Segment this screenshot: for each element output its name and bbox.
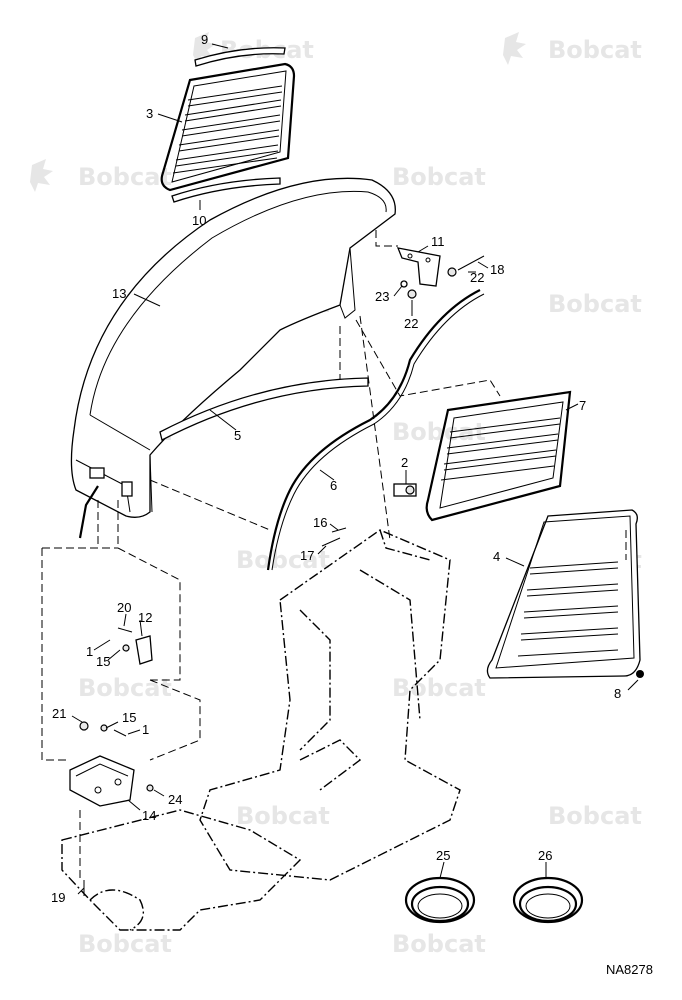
callout-23: 23 — [375, 289, 389, 304]
callout-26: 26 — [538, 848, 552, 863]
part-18-bolt — [457, 255, 485, 271]
callout-6: 6 — [330, 478, 337, 493]
callout-22: 22 — [470, 270, 484, 285]
watermark: Bobcat — [392, 418, 486, 446]
callout-15: 15 — [96, 654, 110, 669]
machine-frame — [61, 529, 461, 931]
part-4-side-panel — [486, 509, 641, 679]
callout-19: 19 — [51, 890, 65, 905]
callout-22-lower: 22 — [404, 316, 418, 331]
part-21-nut — [79, 721, 89, 731]
watermark: Bobcat — [392, 930, 486, 958]
callout-13: 13 — [112, 286, 126, 301]
watermark-logo-icon — [503, 32, 526, 65]
callout-4: 4 — [493, 549, 500, 564]
part-25-seal-coil — [404, 876, 476, 924]
figure-id: NA8278 — [606, 962, 653, 977]
guide-lines — [41, 230, 627, 880]
part-22-nut — [447, 267, 457, 277]
watermark-logo-icon — [30, 159, 53, 192]
callout-8: 8 — [614, 686, 621, 701]
watermark: Bobcat — [392, 163, 486, 191]
callout-7: 7 — [579, 398, 586, 413]
part-7-right-grille — [425, 390, 572, 522]
part-17-screw — [321, 537, 341, 547]
callout-25: 25 — [436, 848, 450, 863]
part-23-washer — [400, 280, 408, 288]
part-1-bolt-lower — [113, 729, 127, 737]
callout-24: 24 — [168, 792, 182, 807]
part-14-bracket — [69, 755, 135, 807]
callout-3: 3 — [146, 106, 153, 121]
watermark: Bobcat — [236, 546, 330, 574]
part-2-latch — [393, 483, 417, 497]
part-11-bracket — [396, 247, 441, 287]
watermark: Bobcat — [78, 930, 172, 958]
callout-21: 21 — [52, 706, 66, 721]
callout-17: 17 — [300, 548, 314, 563]
part-20-bolt — [117, 627, 133, 633]
callout-1: 1 — [86, 644, 93, 659]
watermark: Bobcat — [78, 674, 172, 702]
part-6-long-seal — [266, 289, 481, 571]
part-22-nut-lower — [407, 289, 417, 299]
part-8-plug — [636, 670, 644, 678]
callouts: 9 3 10 11 18 22 23 22 13 5 7 2 6 16 17 4… — [51, 32, 621, 905]
callout-15-lower: 15 — [122, 710, 136, 725]
part-16-screw — [331, 527, 347, 533]
part-10-strip — [171, 177, 281, 203]
watermark: Bobcat — [548, 36, 642, 64]
callout-1-lower: 1 — [142, 722, 149, 737]
callout-16: 16 — [313, 515, 327, 530]
callout-2: 2 — [401, 455, 408, 470]
watermark: Bobcat — [548, 802, 642, 830]
part-24-nut — [146, 784, 154, 792]
callout-14: 14 — [142, 808, 156, 823]
part-3-upper-grille — [160, 62, 296, 192]
callout-18: 18 — [490, 262, 504, 277]
callout-12: 12 — [138, 610, 152, 625]
part-5-seal — [159, 377, 369, 441]
callout-11: 11 — [431, 234, 445, 249]
watermark: Bobcat — [78, 163, 172, 191]
part-26-seal-coil — [512, 876, 584, 924]
hood-latch-rod — [78, 485, 99, 539]
callout-10: 10 — [192, 213, 206, 228]
watermark: Bobcat — [236, 802, 330, 830]
watermark: Bobcat — [392, 674, 486, 702]
part-15-nut — [122, 644, 130, 652]
part-9-strip — [194, 47, 286, 67]
callout-20: 20 — [117, 600, 131, 615]
part-12-bracket — [135, 635, 153, 665]
callout-5: 5 — [234, 428, 241, 443]
callout-9: 9 — [201, 32, 208, 47]
watermark: Bobcat — [548, 290, 642, 318]
part-13-hood — [70, 177, 396, 518]
leader-lines — [71, 43, 639, 895]
